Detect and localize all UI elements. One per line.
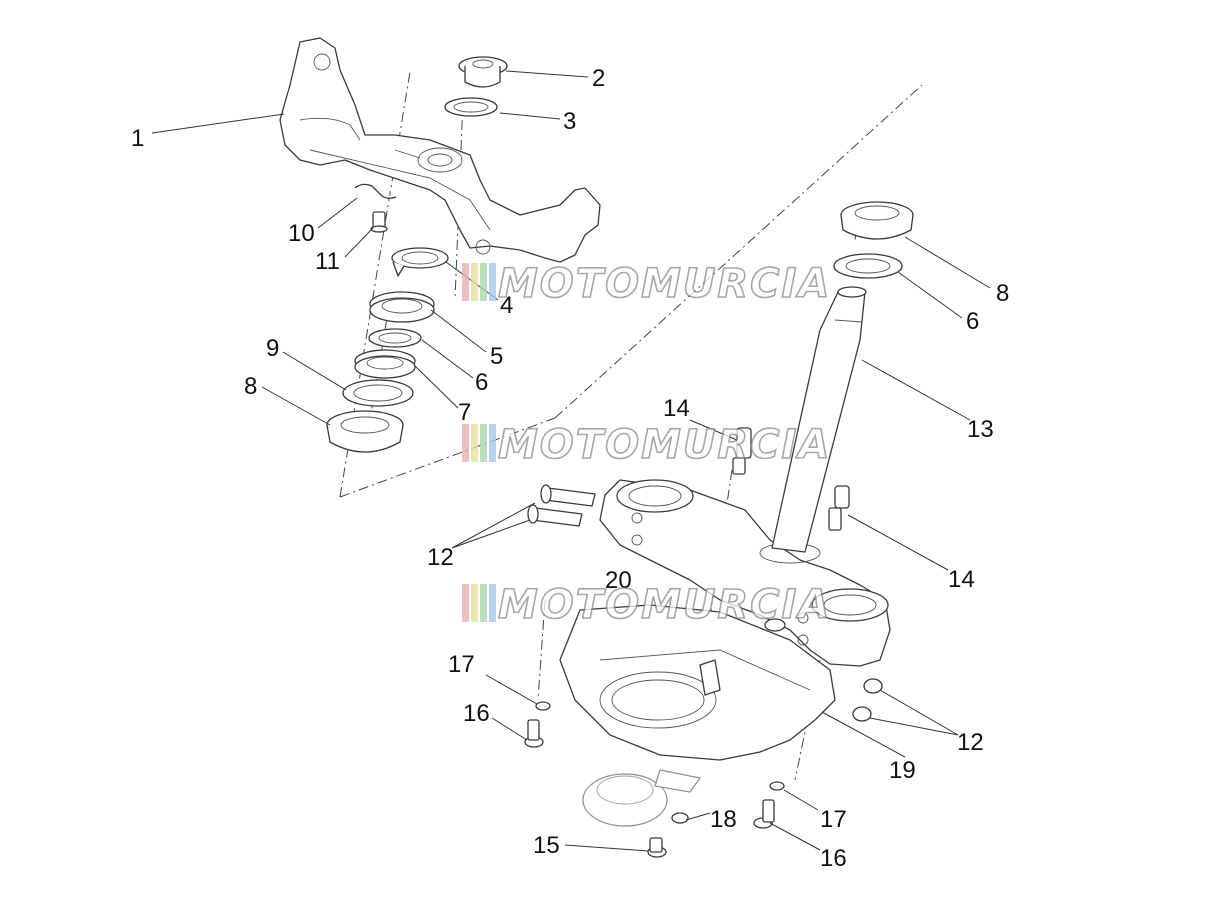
part-clip [354, 183, 397, 199]
part-lock-washer [391, 247, 449, 277]
callout-12-right: 12 [957, 729, 984, 756]
callout-16-left: 16 [463, 700, 490, 727]
watermark-stripe [471, 424, 478, 462]
part-upper-bracket [279, 37, 601, 263]
watermark-stripe [489, 584, 496, 622]
part-washer-17-right [769, 781, 785, 791]
watermark-stripe [462, 424, 469, 462]
part-bolts-right [852, 678, 883, 722]
callout-15: 15 [533, 832, 560, 859]
part-pin-top [732, 427, 752, 475]
callout-3: 3 [563, 108, 576, 135]
part-washer-top [444, 97, 498, 117]
callout-8-left: 8 [244, 373, 257, 400]
part-pin-right [828, 485, 850, 531]
watermark-stripe [480, 263, 487, 301]
callout-labels: 1 2 3 4 5 6 6 7 8 8 9 10 11 12 12 13 14 … [131, 65, 1009, 872]
callout-13: 13 [967, 416, 994, 443]
callout-17-left: 17 [448, 651, 475, 678]
part-lower-cover [559, 604, 836, 761]
callout-1: 1 [131, 125, 144, 152]
watermark-stripe [489, 424, 496, 462]
callout-10: 10 [288, 220, 315, 247]
part-bolts-left [527, 484, 596, 527]
watermark-stripe [471, 584, 478, 622]
watermark-stripe [462, 263, 469, 301]
callout-20: 20 [605, 567, 632, 594]
part-bearing-upper [840, 201, 914, 240]
watermark-stripe [480, 424, 487, 462]
watermark-stripe [489, 263, 496, 301]
watermark-stripe [462, 584, 469, 622]
callout-14-top: 14 [663, 395, 690, 422]
part-washer-mid [368, 328, 422, 348]
callout-17-right: 17 [820, 806, 847, 833]
part-spacer-ring [354, 349, 416, 379]
part-cap-nut [458, 56, 508, 88]
part-washer-right [833, 253, 903, 279]
callout-6-right: 6 [966, 308, 979, 335]
part-horn [582, 769, 701, 827]
part-ring-nut [369, 291, 435, 323]
callout-14-right: 14 [948, 566, 975, 593]
callout-11: 11 [315, 248, 340, 275]
watermark-3: MOTOMURCIA [462, 581, 831, 629]
callout-12-left: 12 [427, 544, 454, 571]
callout-2: 2 [592, 65, 605, 92]
callout-19: 19 [889, 757, 916, 784]
watermark-text: MOTOMURCIA [498, 422, 831, 468]
part-bolt-16-right [753, 799, 775, 829]
part-lower-triple-clamp [599, 479, 891, 667]
part-small-screw [370, 211, 388, 233]
callout-7: 7 [458, 399, 471, 426]
watermark-text: MOTOMURCIA [498, 582, 831, 628]
part-nut-18 [671, 812, 689, 824]
callout-4: 4 [500, 292, 513, 319]
part-bolt-15 [647, 837, 667, 858]
part-bolt-16-left [524, 719, 544, 748]
watermark-text: MOTOMURCIA [498, 261, 831, 307]
callout-18: 18 [710, 806, 737, 833]
watermark-2: MOTOMURCIA [462, 421, 831, 469]
part-steering-stem [771, 286, 867, 553]
watermark-stripe [471, 263, 478, 301]
callout-8-right: 8 [996, 280, 1009, 307]
part-dust-seal [342, 379, 414, 407]
part-bearing-lower [326, 410, 404, 453]
callout-5: 5 [490, 343, 503, 370]
callout-9: 9 [266, 335, 279, 362]
watermark-stripe [480, 584, 487, 622]
callout-6-left: 6 [475, 369, 488, 396]
part-washer-17-left [535, 701, 551, 711]
watermark-1: MOTOMURCIA [462, 260, 831, 308]
callout-16-right: 16 [820, 845, 847, 872]
